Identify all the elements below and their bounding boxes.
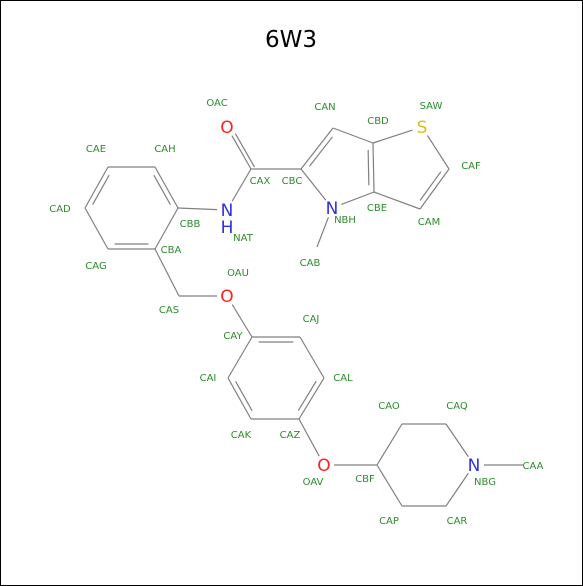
atom-label-cai: CAI bbox=[200, 373, 217, 384]
bond-CAD-CAE-inner bbox=[92, 174, 110, 205]
bond-CAX-OAC-second bbox=[234, 133, 255, 168]
bond-CAQ-NBG bbox=[445, 423, 469, 458]
atom-label-cab: CAB bbox=[300, 258, 321, 269]
bond-CBE-NBH bbox=[341, 191, 375, 206]
bond-NAT-CAX bbox=[231, 168, 252, 202]
atom-label-oac: OAC bbox=[206, 98, 227, 109]
atom-label-cax: CAX bbox=[250, 176, 271, 187]
bond-CBD-CBE bbox=[372, 142, 375, 193]
atom-label-cbe: CBE bbox=[367, 203, 387, 214]
hydrogen-symbol-nat: H bbox=[221, 218, 234, 238]
bond-CAM-CBE bbox=[373, 191, 421, 210]
atom-label-cag: CAG bbox=[85, 261, 106, 272]
atom-label-caj: CAJ bbox=[303, 314, 320, 325]
bond-CAN-CBD bbox=[332, 127, 374, 144]
bond-CAJ-CAL bbox=[299, 336, 325, 379]
element-symbol-saw: S bbox=[417, 118, 428, 138]
atom-label-caq: CAQ bbox=[446, 401, 468, 412]
bond-CAG-CAD bbox=[84, 207, 109, 250]
atom-label-cak: CAK bbox=[231, 430, 252, 441]
bond-CBB-NAT bbox=[177, 207, 218, 211]
atom-label-car: CAR bbox=[447, 516, 468, 527]
bond-CAD-CAE bbox=[84, 166, 109, 209]
bond-CBC-CAN-inner bbox=[308, 136, 333, 167]
bond-layer bbox=[84, 127, 523, 507]
atom-label-oav: OAV bbox=[303, 477, 324, 488]
element-symbol-oav: O bbox=[317, 456, 330, 476]
atom-label-cba: CBA bbox=[161, 245, 182, 256]
element-symbol-oac: O bbox=[220, 118, 233, 138]
element-symbol-nat: N bbox=[221, 201, 234, 221]
atom-label-caz: CAZ bbox=[280, 430, 301, 441]
bond-CAZ-OAV bbox=[298, 418, 320, 457]
element-symbol-nbh: N bbox=[326, 199, 339, 219]
bond-NBH-CAB bbox=[316, 217, 329, 248]
bond-OAU-CAY bbox=[231, 304, 253, 338]
atom-label-cad: CAD bbox=[49, 204, 71, 215]
atom-label-cbd: CBD bbox=[367, 116, 389, 127]
bond-NBH-CBC bbox=[300, 168, 327, 201]
atom-label-cap: CAP bbox=[379, 516, 399, 527]
element-symbol-nbg: N bbox=[468, 456, 481, 476]
compound-title: 6W3 bbox=[265, 27, 317, 53]
bond-CBC-CAN bbox=[300, 127, 334, 170]
atom-label-cam: CAM bbox=[418, 217, 440, 228]
atom-label-nat: NAT bbox=[233, 233, 254, 244]
atom-label-saw: SAW bbox=[420, 101, 443, 112]
atom-label-cay: CAY bbox=[223, 331, 243, 342]
bond-CAH-CBB bbox=[154, 166, 179, 209]
element-symbol-oau: O bbox=[220, 287, 233, 307]
atom-label-cae: CAE bbox=[86, 144, 106, 155]
atom-label-cbb: CBB bbox=[180, 219, 201, 230]
bond-CAH-CBB-inner bbox=[153, 174, 171, 205]
bond-CAL-CAZ-inner bbox=[297, 380, 317, 411]
bond-CAL-CAZ bbox=[298, 377, 325, 420]
atom-label-cah: CAH bbox=[154, 144, 175, 155]
bond-CBD-CBE-inner bbox=[367, 149, 370, 186]
bond-CAK-CAI bbox=[227, 377, 252, 420]
atom-label-caf: CAF bbox=[461, 161, 481, 172]
atom-label-oau: OAU bbox=[227, 268, 249, 279]
bond-CAK-CAI-inner bbox=[235, 381, 253, 412]
bond-CBD-SAW bbox=[372, 129, 413, 144]
atom-label-layer: CAE CAH CAD CAG CBA CBB CAS OAC CAX NAT CAN CBC CBD N… bbox=[49, 98, 543, 527]
atom-label-cbc: CBC bbox=[282, 176, 303, 187]
atom-label-cao: CAO bbox=[378, 401, 400, 412]
bond-CBB-CBA bbox=[154, 207, 179, 250]
bond-CBF-CAO bbox=[376, 423, 403, 466]
bond-CAF-CAM bbox=[419, 168, 450, 210]
bond-SAW-CAF bbox=[426, 135, 450, 170]
bond-CBA-CAS bbox=[154, 248, 180, 297]
atom-label-cas: CAS bbox=[159, 305, 179, 316]
bond-CAX-OAC bbox=[231, 135, 252, 170]
atom-label-nbg: NBG bbox=[474, 477, 496, 488]
bond-NBG-CAR bbox=[445, 472, 469, 507]
bond-CAP-CBF bbox=[376, 464, 403, 507]
atom-label-caa: CAA bbox=[523, 461, 544, 472]
atom-label-cal: CAL bbox=[333, 373, 353, 384]
atom-label-nbh: NBH bbox=[334, 215, 356, 226]
atom-label-cbf: CBF bbox=[355, 474, 375, 485]
atom-label-can: CAN bbox=[314, 102, 335, 113]
bond-CAI-CAY bbox=[227, 336, 253, 379]
bond-CAF-CAM-inner bbox=[419, 171, 442, 201]
